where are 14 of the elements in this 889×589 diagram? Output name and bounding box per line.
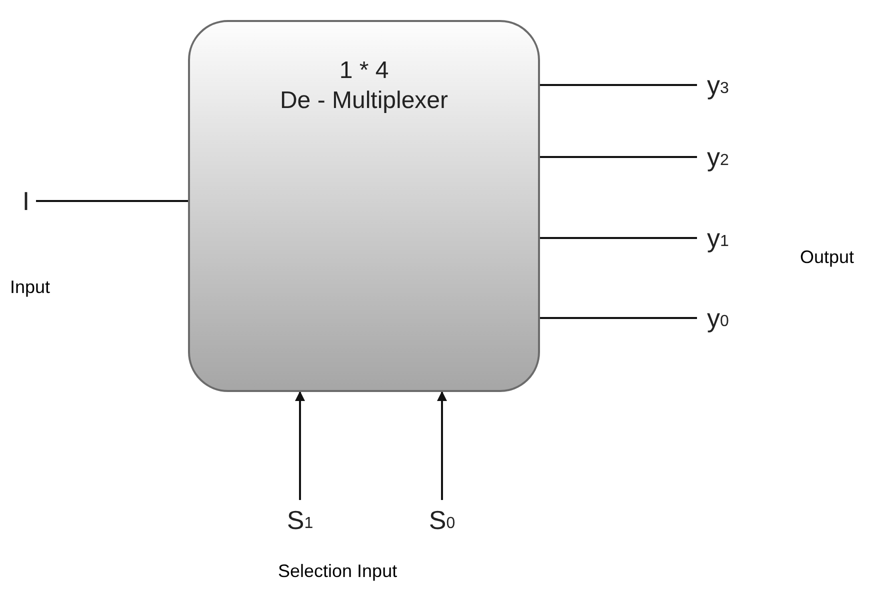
wire-line <box>540 237 697 239</box>
signal-name: I <box>16 184 36 218</box>
arrow <box>295 391 305 500</box>
block-title: 1 * 4 <box>339 56 389 86</box>
wire-line <box>36 200 188 202</box>
group-label: Selection Input <box>278 562 398 580</box>
wire-line <box>540 317 697 319</box>
wire-line <box>540 156 697 158</box>
wire-line <box>540 84 697 86</box>
block-title: De - Multiplexer <box>280 86 448 116</box>
demultiplexer-block <box>188 20 540 392</box>
group-label: Output <box>800 248 854 266</box>
group-label: Input <box>10 278 50 296</box>
arrow <box>437 391 447 500</box>
